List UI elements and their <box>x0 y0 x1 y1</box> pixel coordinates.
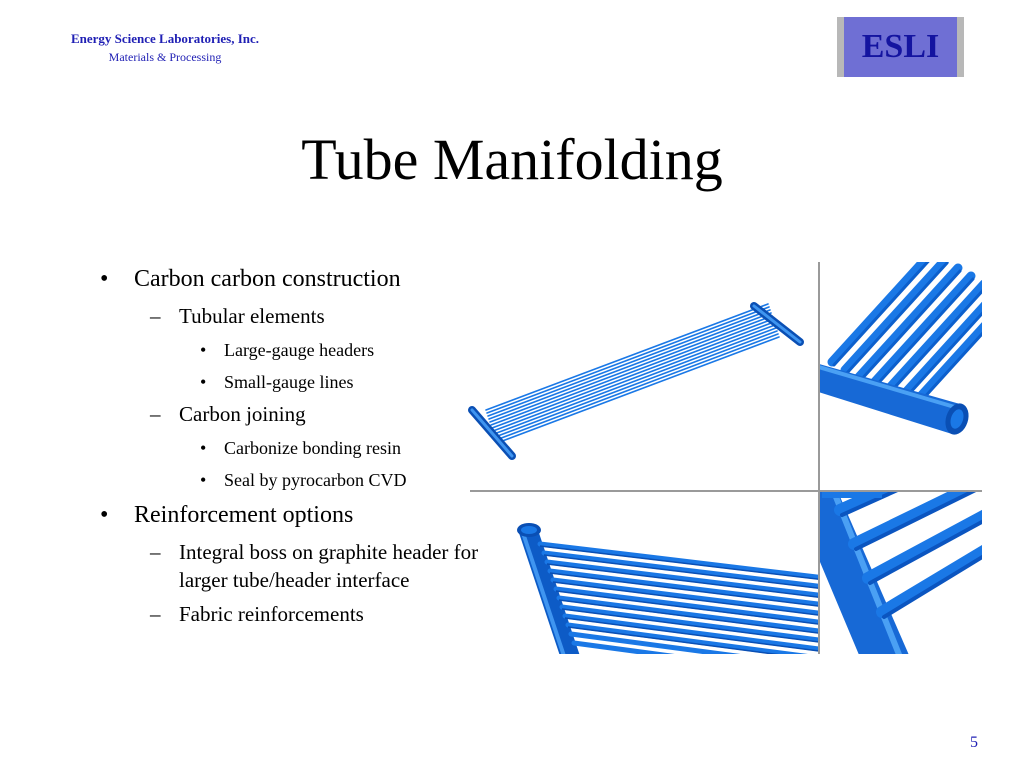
bullet-text: Carbon carbon construction <box>134 266 401 292</box>
tube-manifold-renderings <box>468 262 982 654</box>
bullet-text: Large-gauge headers <box>224 340 375 360</box>
sub-sub-bullet-item: • Small-gauge lines <box>90 368 480 396</box>
tube-manifold-figure <box>462 262 982 654</box>
bullet-text: Fabric reinforcements <box>179 602 364 626</box>
company-header: Energy Science Laboratories, Inc. Materi… <box>40 30 290 66</box>
sub-sub-bullet-item: • Carbonize bonding resin <box>90 434 480 462</box>
bullet-text: Tubular elements <box>179 304 325 328</box>
bullet-marker: • <box>200 438 207 458</box>
sub-bullet-item: –Fabric reinforcements <box>90 600 480 628</box>
joint-closeup <box>820 492 982 654</box>
bullet-text: Integral boss on graphite header for lar… <box>179 540 479 592</box>
dash-marker: – <box>150 402 161 426</box>
bullet-marker: • <box>100 266 109 292</box>
sub-sub-bullet-item: • Seal by pyrocarbon CVD <box>90 466 480 494</box>
sub-bullet-item: –Carbon joining <box>90 400 480 428</box>
header-closeup-top <box>820 262 982 435</box>
sub-sub-bullet-item: • Large-gauge headers <box>90 336 480 364</box>
dash-marker: – <box>150 540 161 564</box>
bullet-item: • Carbon carbon construction <box>90 262 480 296</box>
small-gauge-line-set <box>537 541 818 654</box>
dash-marker: – <box>150 304 161 328</box>
bullet-text: Reinforcement options <box>134 502 354 528</box>
slide-title: Tube Manifolding <box>301 127 723 192</box>
logo-box: ESLI <box>844 17 957 77</box>
company-name: Energy Science Laboratories, Inc. <box>70 31 260 46</box>
manifold-overview <box>468 302 804 460</box>
bullet-text: Seal by pyrocarbon CVD <box>224 470 407 490</box>
bullet-item: • Reinforcement options <box>90 498 480 532</box>
header-tube-body <box>820 364 960 434</box>
bullet-marker: • <box>200 340 207 360</box>
bullet-marker: • <box>100 502 109 528</box>
company-subtitle: Materials & Processing <box>108 50 222 64</box>
small-gauge-lines <box>485 303 780 444</box>
header-closeup-bottom-left <box>517 523 818 654</box>
logo-text: ESLI <box>861 28 940 65</box>
header-highlight <box>752 304 802 344</box>
bullet-marker: • <box>200 372 207 392</box>
bullet-marker: • <box>200 470 207 490</box>
header-highlight <box>470 408 514 458</box>
dash-marker: – <box>150 602 161 626</box>
page-number: 5 <box>970 734 978 751</box>
bullet-text: Carbonize bonding resin <box>224 438 401 458</box>
bullet-list: •Carbon carbon construction –Tubular ele… <box>90 262 480 634</box>
bullet-text: Small-gauge lines <box>224 372 354 392</box>
sub-bullet-item: –Tubular elements <box>90 302 480 330</box>
sub-bullet-item: –Integral boss on graphite header for la… <box>90 538 480 594</box>
esli-logo: ESLI <box>837 17 964 77</box>
bullet-text: Carbon joining <box>179 402 306 426</box>
